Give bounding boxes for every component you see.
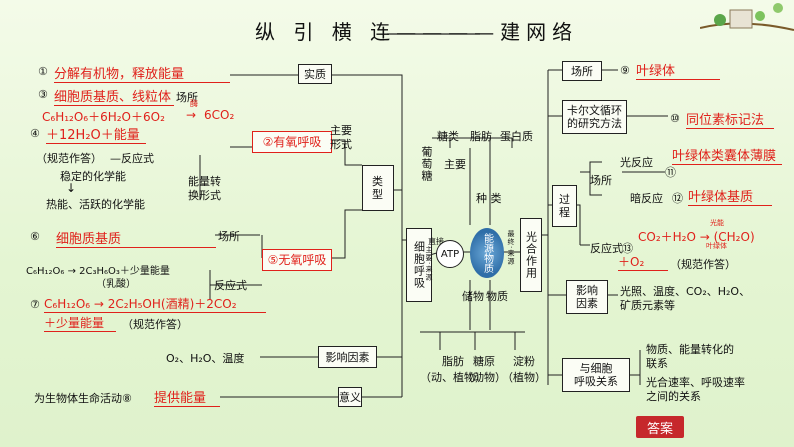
item1-answer: 分解有机物，释放能量 [54,63,230,83]
item3-answer: 细胞质基质、线粒体 [54,86,174,106]
atp-label: ATP [440,248,460,260]
anaerobic-box-label: ⑤无氧呼吸 [267,252,327,267]
dark-reaction-label: 暗反应 [630,192,663,205]
direct-label: 直接 [428,237,444,246]
item6-number: ⑥ [30,230,40,243]
photosynthesis-box: 光合作用 [520,218,542,292]
item13-equation: CO₂＋H₂O → (CH₂O) [638,230,755,244]
enzyme-label: 酶 [190,99,198,108]
norm-note-3: （规范作答） [670,258,736,271]
aerobic-box: ②有氧呼吸 [252,131,332,153]
store-starch: 淀粉 （植物） [502,355,546,384]
lactic-note: （乳酸） [96,279,136,290]
aerobic-equation-left: C₆H₁₂O₆＋6H₂O＋6O₂ [42,110,165,124]
item10-answer: 同位素标记法 [686,109,774,129]
stable-energy: 稳定的化学能 [60,170,126,183]
aerobic-equation-right: 6CO₂ [204,108,235,122]
type-box: 类 型 [362,165,394,211]
anaerobic-box: ⑤无氧呼吸 [262,249,332,271]
site-box: 场所 [562,61,602,81]
item12-answer: 叶绿体基质 [688,186,772,206]
light-energy-label: 光能 [710,219,724,227]
item13-tail: ＋O₂ [618,253,668,271]
light-reaction-label: 光反应 [620,156,653,169]
site-label: 场所 [176,91,198,104]
nutrient-carb: 糖类 [437,130,459,143]
factor-text: 光照、温度、CO₂、H₂O、 矿质元素等 [620,285,751,312]
item9-answer: 叶绿体 [636,60,720,80]
substance-label: 物质 [486,290,508,303]
essence-box: 实质 [298,64,332,84]
factors-box: 影响因素 [318,346,377,368]
item9-number: ⑨ [620,64,630,77]
active-energy: 热能、活跃的化学能 [46,198,145,211]
relation-text-1: 物质、能量转化的 联系 [646,343,734,370]
factors-text: O₂、H₂O、温度 [166,352,245,365]
item11-number: ⑪ [665,166,676,179]
item7-equation: C₆H₁₂O₆ → 2C₂H₅OH(酒精)＋2CO₂ [44,295,266,313]
energy-substance-label: 能源物质 [481,233,493,273]
energy-convert-label: 能量转 换形式 [188,175,221,202]
item10-number: ⑩ [670,112,680,125]
chloroplast-label: 叶绿体 [706,242,727,250]
item4-answer: ＋12H₂O＋能量 [46,124,146,144]
meaning-prefix: 为生物体生命活动⑧ [34,392,132,405]
nutrient-fat: 脂肪 [470,130,492,143]
aerobic-arrow: → [186,108,197,122]
storage-label: 储物 [462,290,484,303]
bird-branch-icon [700,3,794,31]
main-label: 主要 [444,158,466,171]
norm-note-1: （规范作答） [36,152,102,165]
energy-arrow: ↓ [66,181,77,195]
respiration-box: 细胞呼吸 [406,228,432,302]
lactic-equation: C₆H₁₂O₆ → 2C₃H₆O₃＋少量能量 [26,266,170,277]
aerobic-box-label: ②有氧呼吸 [262,134,322,149]
main-form-label: 主要 形式 [330,124,352,151]
energy-substance-node: 能源物质 [470,228,504,278]
meaning-box: 意义 [338,387,362,407]
norm-note-2: （规范作答） [122,318,188,331]
process-box: 过 程 [552,185,577,227]
calvin-box: 卡尔文循环 的研究方法 [562,100,627,134]
site-label-2: 场所 [218,230,240,243]
answer-button[interactable]: 答案 [636,416,684,438]
factor-box: 影响 因素 [566,280,608,314]
item1-number: ① [38,65,48,78]
page-title: 纵 引 横 连————建网络 [255,20,579,44]
atp-node: ATP [436,240,464,268]
store-fat: 脂肪 （动、植物） [420,355,486,384]
item4-number: ④ [30,127,40,140]
reaction-label-1: —反应式 [110,152,154,165]
item6-answer: 细胞质基质 [56,228,216,248]
kind-label: 种 类 [476,192,502,205]
store-glycogen: 糖原 （动物） [462,355,506,384]
item7-tail: ＋少量能量 [44,314,116,332]
nutrient-protein: 蛋白质 [500,130,533,143]
relation-text-2: 光合速率、呼吸速率 之间的关系 [646,376,745,403]
ultimate-source-label: 最终·来源 [507,230,515,266]
item3-number: ③ [38,88,48,101]
type-box-label: 类 型 [372,175,384,201]
reaction-label-3: 反应式 [590,242,623,255]
relation-box: 与细胞 呼吸关系 [562,358,630,392]
item8-answer: 提供能量 [154,387,220,407]
reaction-label-2: 反应式 [214,279,247,292]
direct-source-label: 主要·来源 [425,246,433,282]
glucose-label: 葡萄糖 [420,146,433,182]
item11-answer: 叶绿体类囊体薄膜 [672,145,782,165]
item7-number: ⑦ [30,298,40,311]
item13-number: ⑬ [622,242,633,255]
site-label-3: 场所 [590,174,612,187]
item12-number: ⑫ [672,192,683,205]
